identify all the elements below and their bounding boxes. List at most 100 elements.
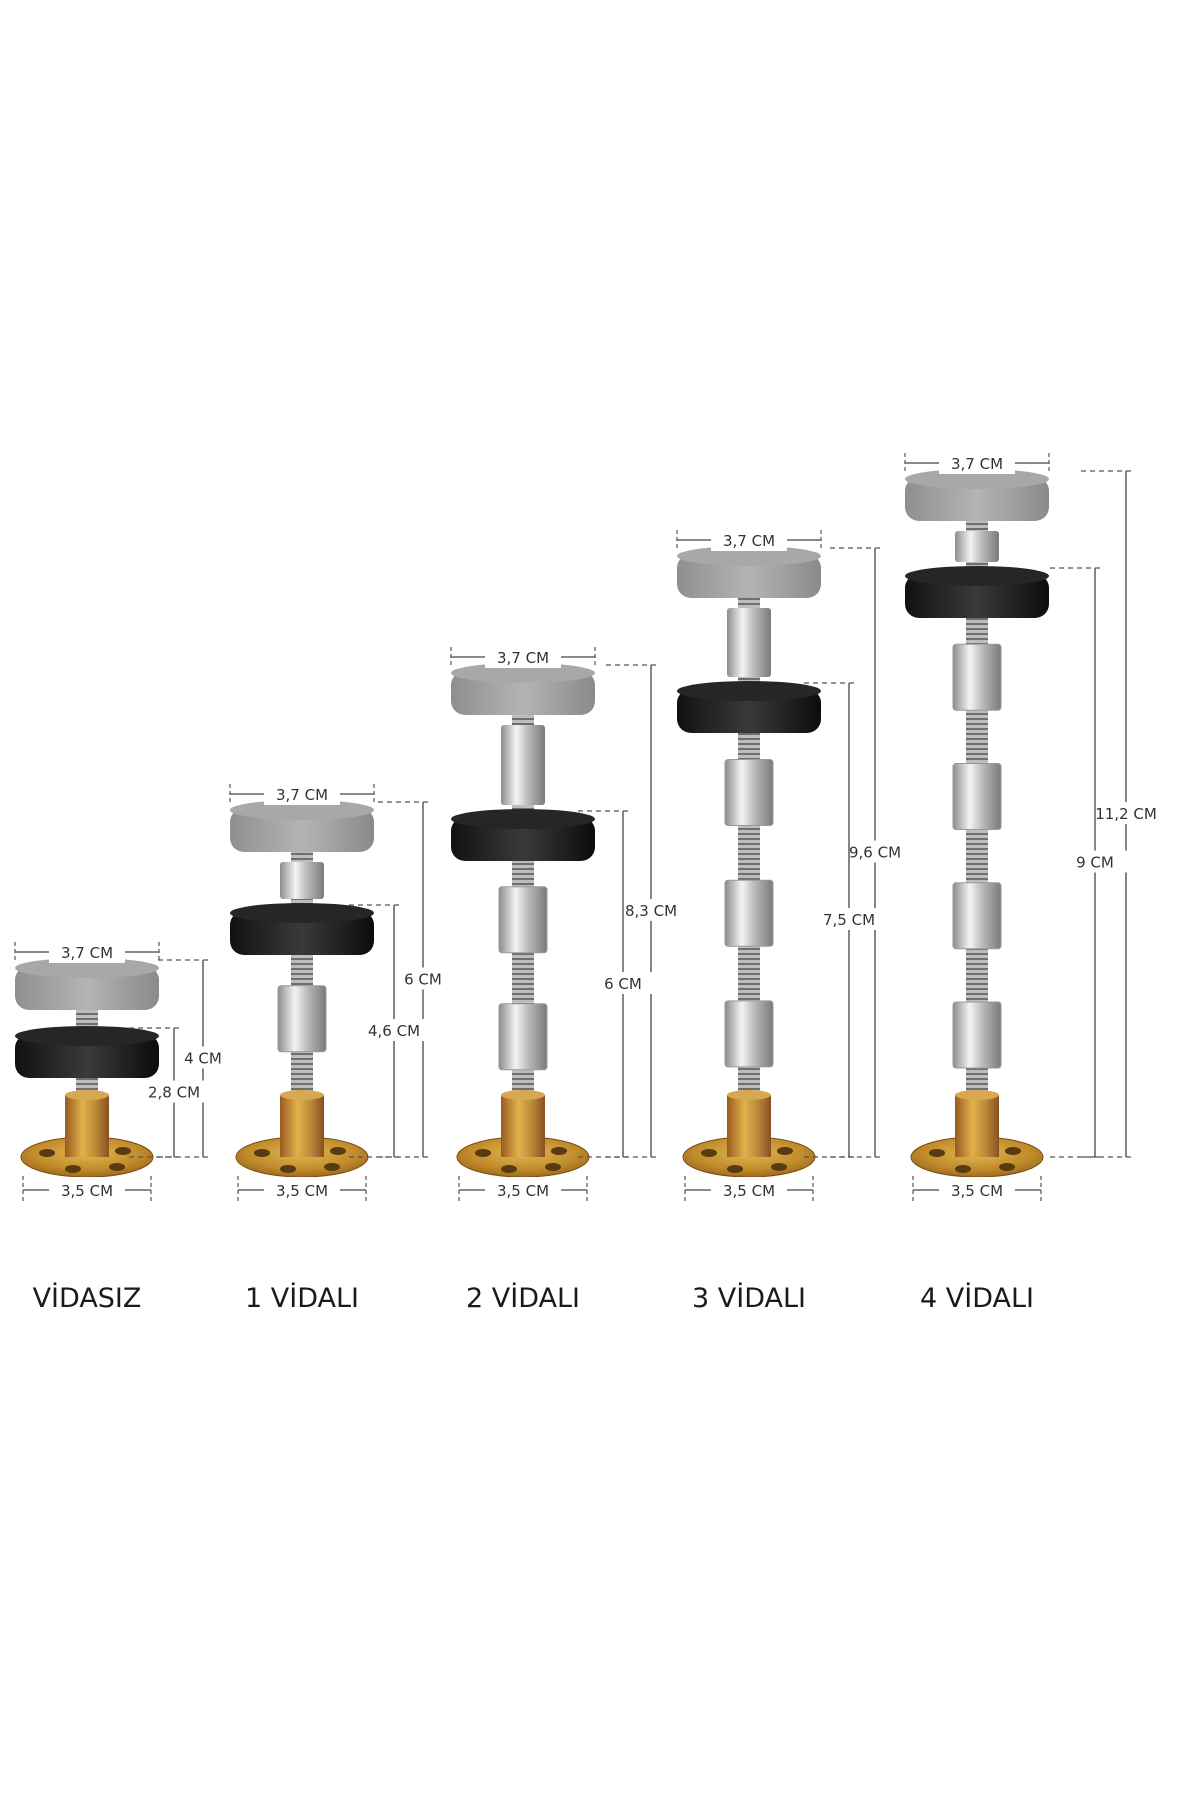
- hex-nut: [952, 882, 1002, 950]
- base-width-dimension: 3,5 CM: [22, 1176, 152, 1204]
- black-rubber-pad: [677, 681, 821, 733]
- hex-nut: [727, 608, 771, 677]
- inner-height-dimension-label: 2,8 CM: [148, 1084, 200, 1102]
- top-width-dimension: 3,7 CM: [229, 781, 375, 805]
- inner-height-dimension: 7,5 CM: [804, 682, 881, 1158]
- base-width-dimension-label: 3,5 CM: [61, 1182, 113, 1200]
- base-width-dimension: 3,5 CM: [458, 1176, 588, 1204]
- gray-top-pad: [15, 958, 159, 1010]
- adjuster-column: 3,7 CM 3,5 CM 8,3 CM 6 CM 2 VİDALI: [450, 644, 683, 1314]
- brass-tube: [280, 1095, 324, 1157]
- outer-height-dimension-label: 6 CM: [404, 971, 442, 989]
- top-width-dimension-label: 3,7 CM: [61, 944, 113, 962]
- outer-height-dimension-label: 9,6 CM: [849, 844, 901, 862]
- screw-hole: [777, 1147, 793, 1155]
- top-width-dimension-label: 3,7 CM: [951, 455, 1003, 473]
- hex-nut: [498, 1003, 548, 1071]
- black-rubber-pad: [905, 566, 1049, 618]
- inner-height-dimension-label: 7,5 CM: [823, 911, 875, 929]
- screw-hole: [929, 1149, 945, 1157]
- variant-label: 1 VİDALI: [245, 1282, 359, 1314]
- screw-hole: [254, 1149, 270, 1157]
- base-width-dimension-label: 3,5 CM: [951, 1182, 1003, 1200]
- screw-hole: [1005, 1147, 1021, 1155]
- top-width-dimension-label: 3,7 CM: [723, 532, 775, 550]
- inner-height-dimension-label: 6 CM: [604, 975, 642, 993]
- screw-hole: [955, 1165, 971, 1173]
- base-width-dimension: 3,5 CM: [237, 1176, 367, 1204]
- outer-height-dimension: 4 CM: [158, 959, 235, 1158]
- outer-height-dimension-label: 4 CM: [184, 1050, 222, 1068]
- top-width-dimension: 3,7 CM: [676, 527, 822, 551]
- inner-height-dimension-label: 9 CM: [1076, 854, 1114, 872]
- top-width-dimension-label: 3,7 CM: [497, 649, 549, 667]
- outer-height-dimension: 9,6 CM: [830, 547, 907, 1158]
- adjuster-column: 3,7 CM 3,5 CM 11,2 CM 9 CM 4 VİDALI: [904, 450, 1158, 1314]
- screw-hole: [65, 1165, 81, 1173]
- black-rubber-pad: [451, 809, 595, 861]
- screw-hole: [324, 1163, 340, 1171]
- screw-hole: [545, 1163, 561, 1171]
- hex-nut: [498, 886, 548, 954]
- inner-height-dimension: 2,8 CM: [129, 1027, 206, 1158]
- hex-nut: [724, 879, 774, 947]
- adjuster-column: 3,7 CM 3,5 CM 9,6 CM 7,5 CM 3 VİDALI: [676, 527, 907, 1314]
- screw-hole: [501, 1165, 517, 1173]
- screw-hole: [727, 1165, 743, 1173]
- gray-top-pad: [677, 546, 821, 598]
- gray-top-pad: [230, 800, 374, 852]
- outer-height-dimension-label: 11,2 CM: [1095, 805, 1157, 823]
- base-width-dimension: 3,5 CM: [912, 1176, 1042, 1204]
- adjuster-column: 3,7 CM 3,5 CM 6 CM 4,6 CM 1 VİDALI: [229, 781, 455, 1314]
- hex-nut: [952, 643, 1002, 711]
- inner-height-dimension: 6 CM: [578, 810, 655, 1158]
- screw-hole: [280, 1165, 296, 1173]
- screw-hole: [475, 1149, 491, 1157]
- screw-hole: [109, 1163, 125, 1171]
- brass-tube: [501, 1095, 545, 1157]
- outer-height-dimension: 11,2 CM: [1081, 470, 1158, 1158]
- brass-tube: [65, 1095, 109, 1157]
- brass-tube: [727, 1095, 771, 1157]
- outer-height-dimension: 8,3 CM: [606, 664, 683, 1158]
- base-width-dimension-label: 3,5 CM: [276, 1182, 328, 1200]
- base-width-dimension-label: 3,5 CM: [723, 1182, 775, 1200]
- inner-height-dimension: 9 CM: [1050, 567, 1127, 1158]
- screw-hole: [39, 1149, 55, 1157]
- top-width-dimension-label: 3,7 CM: [276, 786, 328, 804]
- black-rubber-pad: [15, 1026, 159, 1078]
- variant-label: 2 VİDALI: [466, 1282, 580, 1314]
- gray-top-pad: [451, 663, 595, 715]
- base-width-dimension: 3,5 CM: [684, 1176, 814, 1204]
- outer-height-dimension: 6 CM: [378, 801, 455, 1158]
- black-rubber-pad: [230, 903, 374, 955]
- base-width-dimension-label: 3,5 CM: [497, 1182, 549, 1200]
- inner-height-dimension-label: 4,6 CM: [368, 1022, 420, 1040]
- hex-nut: [955, 531, 999, 562]
- outer-height-dimension-label: 8,3 CM: [625, 902, 677, 920]
- hex-nut: [277, 985, 327, 1053]
- inner-height-dimension: 4,6 CM: [349, 904, 426, 1158]
- top-width-dimension: 3,7 CM: [14, 939, 160, 963]
- screw-hole: [330, 1147, 346, 1155]
- brass-tube: [955, 1095, 999, 1157]
- screw-hole: [115, 1147, 131, 1155]
- hex-nut: [952, 1001, 1002, 1069]
- hex-nut: [501, 725, 545, 805]
- top-width-dimension: 3,7 CM: [904, 450, 1050, 474]
- variant-label: 4 VİDALI: [920, 1282, 1034, 1314]
- hex-nut: [724, 1000, 774, 1068]
- hex-nut: [280, 862, 324, 899]
- hex-nut: [724, 759, 774, 827]
- screw-hole: [551, 1147, 567, 1155]
- variant-label: 3 VİDALI: [692, 1282, 806, 1314]
- screw-hole: [701, 1149, 717, 1157]
- hex-nut: [952, 762, 1002, 830]
- top-width-dimension: 3,7 CM: [450, 644, 596, 668]
- gray-top-pad: [905, 469, 1049, 521]
- screw-hole: [771, 1163, 787, 1171]
- screw-hole: [999, 1163, 1015, 1171]
